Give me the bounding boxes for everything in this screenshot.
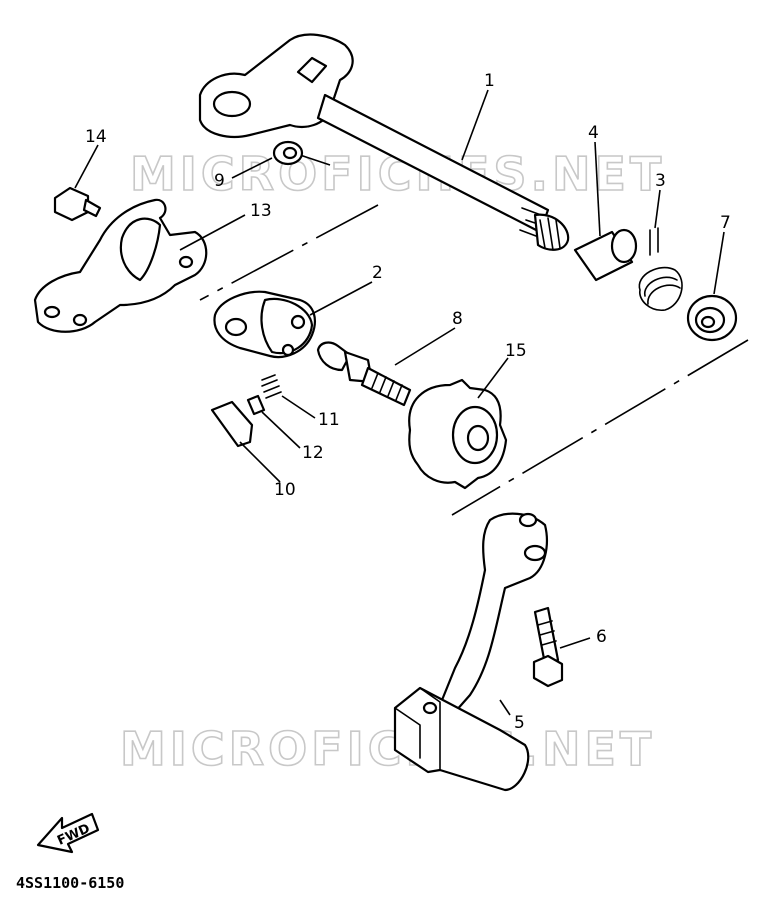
oil-seal-part-7 [686,294,738,342]
leader-12 [261,411,301,449]
torsion-spring-part-3 [638,227,683,311]
diagram-code: 4SS1100-6150 [16,874,124,892]
callout-4: 4 [588,123,599,143]
callout-8: 8 [452,309,463,329]
callout-9: 9 [214,171,225,191]
leader-9 [231,157,273,179]
shift-lever-part-2 [213,290,316,359]
callout-6: 6 [596,627,607,647]
callout-13: 13 [250,201,272,221]
leader-15 [477,357,509,399]
leader-3 [654,189,661,229]
callout-15: 15 [505,341,527,361]
bolt-part-14 [53,186,102,222]
guide-line-left [199,204,379,301]
pawl-part-10 [210,400,254,448]
callout-12: 12 [302,443,324,463]
leader-6 [559,637,591,649]
leader-13 [179,214,246,251]
callout-2: 2 [372,263,383,283]
shift-pedal-part-5 [393,512,548,792]
stud-bolt-part-8 [316,341,412,407]
stopper-bracket-part-13 [33,198,208,333]
shift-shaft-part-1 [198,33,570,251]
callout-1: 1 [484,71,495,91]
leader-1 [461,89,489,161]
leader-11 [281,395,316,419]
callout-7: 7 [720,213,731,233]
fwd-arrow-icon: FWD [36,812,100,854]
watermark-bottom: MICROFICHES.NET [120,722,655,776]
bolt-part-6 [532,606,564,688]
callout-14: 14 [85,127,107,147]
leader-14 [74,144,99,189]
leader-7 [713,231,725,295]
leader-5 [499,699,511,716]
collar-part-4 [573,228,638,282]
leader-2 [309,281,373,316]
spring-part-11 [261,374,282,399]
pin-part-12 [246,394,266,416]
segment-part-15 [408,378,508,490]
guide-line-right [451,339,749,516]
callout-5: 5 [514,713,525,733]
leader-10 [239,441,281,483]
leader-4 [594,141,601,237]
callout-10: 10 [274,480,296,500]
leader-8 [394,327,456,366]
callout-11: 11 [318,410,340,430]
callout-3: 3 [655,171,666,191]
washer-part-9 [272,140,304,166]
